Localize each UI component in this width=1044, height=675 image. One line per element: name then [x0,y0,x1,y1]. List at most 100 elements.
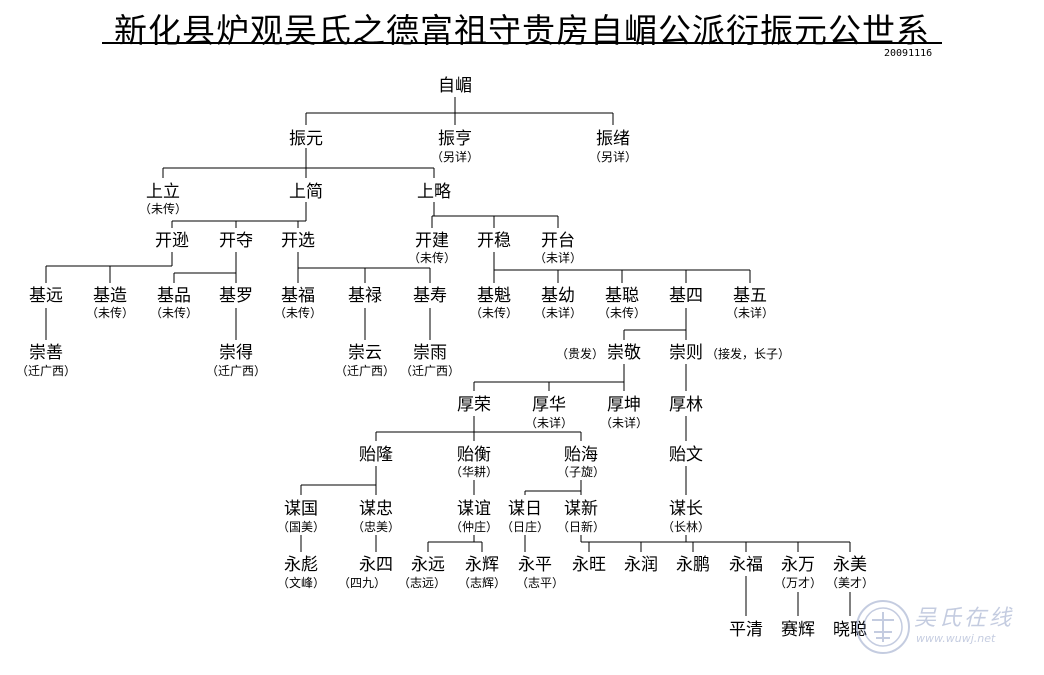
node-name: 基福 [281,286,315,306]
node-name: 基四 [669,286,703,306]
node-name: 崇得 [219,343,253,363]
node-name: 贻文 [669,445,703,465]
node-name: 崇敬 [607,343,641,363]
node-note: （长林） [662,520,710,534]
node-name: 永平 [518,555,552,575]
node-note: （日庄） [501,519,549,534]
site-watermark: 吴氏在线 www.wuwj.net [852,596,1032,660]
node-name: 永美 [833,555,867,575]
node-name: 永万 [781,555,815,575]
node-name: 基魁 [477,286,511,306]
node-name: 贻海 [564,445,598,465]
node-note: （未详） [726,305,774,320]
node-name: 谋忠 [359,499,393,519]
node-name: 厚荣 [457,395,491,415]
node-note: （未详） [534,305,582,320]
node-name: 永润 [624,555,658,575]
node-note: （志平） [516,576,564,590]
node-name: 开夺 [219,231,253,251]
node-name: 基罗 [219,286,253,306]
node-name: 永鹏 [676,555,710,575]
generation-6: 崇善 （迁广西） 崇得 （迁广西） 崇云 （迁广西） 崇雨 （迁广西） （贵发）… [16,343,790,378]
node-note: （未详） [600,415,648,430]
node-note: （未传） [470,305,518,320]
node-note: （美才） [826,576,874,590]
node-name: 谋谊 [457,499,491,519]
node-name: 永彪 [284,555,318,575]
node-note: （未传） [408,250,456,265]
node-name: 基品 [157,286,191,306]
node-name: 永福 [729,555,763,575]
node-name: 振绪 [596,129,630,149]
title-underline [102,42,942,44]
generation-3: 上立 （未传） 上简 上略 [139,182,451,216]
node-name: 厚坤 [607,395,641,415]
node-name: 谋新 [564,499,598,519]
node-name: 开建 [415,231,449,251]
node-name: 基聪 [605,286,639,306]
node-note: （日新） [557,519,605,534]
node-name: 开稳 [477,231,511,251]
node-note: （国美） [277,520,325,534]
node-note: （志辉） [458,576,506,590]
node-name: 上略 [417,182,451,202]
node-name: 永旺 [572,555,606,575]
node-name: 基幼 [541,286,575,306]
node-name: 基远 [29,286,63,306]
node-name: 厚华 [532,395,566,415]
node-note: （迁广西） [206,364,266,378]
node-note: （未传） [150,305,198,320]
node-name: 贻衡 [457,445,491,465]
node-prefix: （贵发） [556,346,604,361]
generation-5: 基远 基造 （未传） 基品 （未传） 基罗 基福 （未传） 基禄 基寿 基魁 （… [29,286,774,320]
node-suffix: （接发，长子） [706,346,790,361]
node-name: 基五 [733,286,767,306]
node-name: 平清 [729,620,763,640]
generation-4: 开逊 开夺 开选 开建 （未传） 开稳 开台 （未详） [155,231,582,265]
node-name: 永四 [359,555,393,575]
node-note: （文峰） [277,575,325,590]
node-name: 振元 [289,129,323,149]
node-name: 开逊 [155,231,189,251]
node-name: 厚林 [669,395,703,415]
node-note: （华耕） [450,464,498,479]
node-name: 上立 [146,182,180,202]
node-note: （未传） [274,305,322,320]
node-note: （四九） [338,576,386,590]
node-note: （万才） [774,576,822,590]
watermark-emblem-icon [856,600,910,654]
node-name: 基禄 [348,286,382,306]
node-note: （志远） [398,576,446,590]
node-note: （迁广西） [335,364,395,378]
node-note: （迁广西） [16,364,76,378]
node-root: 自嵋 [438,76,472,96]
watermark-url: www.wuwj.net [916,632,996,645]
node-name: 崇雨 [413,343,447,363]
node-note: （未传） [598,305,646,320]
node-note: （另详） [431,149,479,164]
generation-8: 贻隆 贻衡 （华耕） 贻海 （子旋） 贻文 [359,445,703,479]
node-name: 崇则 [669,343,703,363]
node-name: 谋国 [284,499,318,519]
node-name: 永辉 [465,555,499,575]
node-note: （另详） [589,149,637,164]
node-note: （子旋） [557,465,605,479]
node-note: （未详） [525,415,573,430]
node-note: （未传） [86,305,134,320]
node-note: （忠美） [352,520,400,534]
generation-10: 永彪 （文峰） 永四 （四九） 永远 （志远） 永辉 （志辉） 永平 （志平） … [277,555,874,590]
node-name: 振亨 [438,129,472,149]
node-name: 上简 [289,182,323,202]
generation-11: 平清 赛辉 晓聪 [729,619,867,640]
node-name: 开台 [541,231,575,251]
node-name: 谋日 [508,499,542,519]
node-note: （未详） [534,250,582,265]
node-note: （迁广西） [400,364,460,378]
generation-9: 谋国 （国美） 谋忠 （忠美） 谋谊 （仲庄） 谋日 （日庄） 谋新 （日新） … [277,499,710,534]
node-name: 崇云 [348,343,382,363]
node-name: 贻隆 [359,445,393,465]
tree-connectors [45,97,851,616]
node-name: 基造 [93,286,127,306]
generation-7: 厚荣 厚华 （未详） 厚坤 （未详） 厚林 [457,395,703,430]
